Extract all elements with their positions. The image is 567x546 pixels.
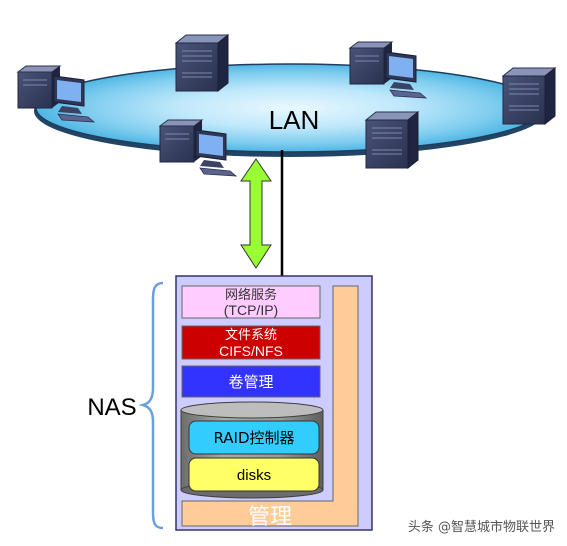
file-system-protocol: CIFS/NFS xyxy=(219,343,283,359)
volume-management-label: 卷管理 xyxy=(228,373,273,391)
nas-brace xyxy=(138,281,164,530)
computer-tower-top-left xyxy=(175,34,229,92)
management-label: 管理 xyxy=(248,505,292,530)
management-panel xyxy=(181,285,359,527)
volume-management-layer xyxy=(181,365,321,398)
raid-controller-label: RAID控制器 xyxy=(213,429,294,447)
network-service-protocol: (TCP/IP) xyxy=(224,302,278,318)
network-service-label: 网络服务 xyxy=(225,287,277,303)
computer-tower-bottom-right xyxy=(365,111,419,169)
lan-label: LAN xyxy=(269,105,320,135)
network-service-layer xyxy=(181,285,321,319)
computer-tower-right xyxy=(502,67,556,125)
file-system-label: 文件系统 xyxy=(225,328,277,343)
double-arrow-icon xyxy=(240,158,272,269)
disks-label: disks xyxy=(237,467,271,484)
disks-layer xyxy=(188,457,320,492)
file-system-layer xyxy=(181,325,321,360)
watermark: 头条 @智慧城市物联世界 xyxy=(408,519,555,535)
raid-controller-layer xyxy=(188,420,320,455)
nas-label: NAS xyxy=(87,394,136,421)
